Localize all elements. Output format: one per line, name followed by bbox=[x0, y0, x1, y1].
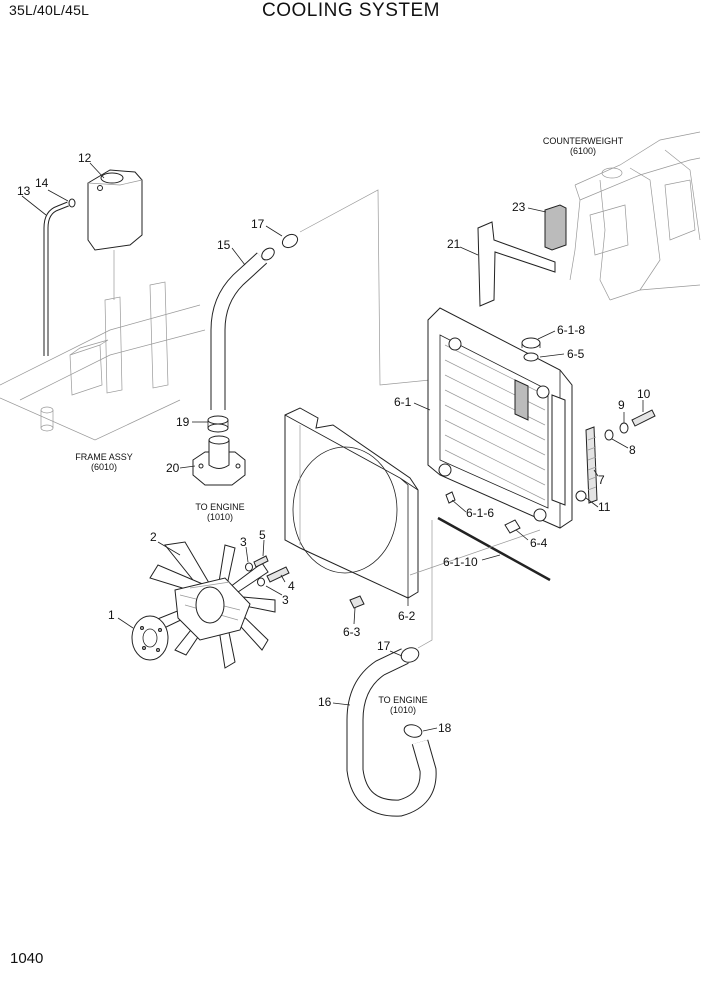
callout-21: 21 bbox=[447, 237, 461, 251]
callout-17a: 17 bbox=[251, 217, 265, 231]
bolt-5 bbox=[253, 555, 269, 568]
callout-2: 2 bbox=[150, 530, 157, 544]
to-engine-lower-label: TO ENGINE bbox=[378, 695, 427, 705]
hose-clamp-17b bbox=[400, 647, 420, 663]
callout-12: 12 bbox=[78, 151, 92, 165]
cap-gasket bbox=[523, 352, 539, 362]
callout-6-1: 6-1 bbox=[394, 395, 412, 409]
to-engine-upper-code: (1010) bbox=[207, 512, 233, 522]
callout-6-1-10: 6-1-10 bbox=[443, 555, 478, 569]
callout-10: 10 bbox=[637, 387, 651, 401]
overflow-hose bbox=[43, 198, 76, 356]
hose-clamp-18 bbox=[403, 724, 423, 738]
callout-18: 18 bbox=[438, 721, 452, 735]
callout-17b: 17 bbox=[377, 639, 391, 653]
page-number: 1040 bbox=[10, 950, 44, 967]
washer-3a bbox=[245, 562, 253, 572]
callout-19: 19 bbox=[176, 415, 190, 429]
reservoir-tank bbox=[87, 169, 143, 251]
pad-23 bbox=[544, 204, 567, 251]
page-title: COOLING SYSTEM bbox=[261, 0, 441, 21]
radiator bbox=[427, 307, 573, 529]
water-outlet-20 bbox=[192, 435, 246, 486]
callout-6-4: 6-4 bbox=[530, 536, 548, 550]
frame-assy-label: FRAME ASSY bbox=[75, 452, 133, 462]
lower-hose bbox=[346, 648, 437, 817]
fan-shroud bbox=[284, 407, 419, 599]
washer-3b bbox=[257, 577, 265, 587]
upper-hose bbox=[210, 247, 275, 410]
callout-20: 20 bbox=[166, 461, 180, 475]
callout-23: 23 bbox=[512, 200, 526, 214]
callout-11: 11 bbox=[598, 500, 611, 514]
callout-9: 9 bbox=[618, 398, 625, 412]
bolt-10 bbox=[631, 409, 656, 427]
to-engine-lower-code: (1010) bbox=[390, 705, 416, 715]
cooling-fan bbox=[149, 541, 276, 669]
callout-6-2: 6-2 bbox=[398, 609, 416, 623]
counterweight-label: COUNTERWEIGHT bbox=[543, 136, 624, 146]
bracket-21 bbox=[477, 221, 556, 307]
hose-clamp-19 bbox=[207, 415, 229, 425]
nut-11 bbox=[575, 490, 587, 502]
callout-13: 13 bbox=[17, 184, 31, 198]
callout-6-5: 6-5 bbox=[567, 347, 585, 361]
washer-9 bbox=[619, 422, 629, 434]
callout-16: 16 bbox=[318, 695, 332, 709]
callout-6-3: 6-3 bbox=[343, 625, 361, 639]
radiator-rod bbox=[437, 516, 551, 582]
callout-leaders bbox=[21, 162, 644, 732]
callout-15: 15 bbox=[217, 238, 231, 252]
fan-pulley-spacer bbox=[131, 615, 169, 661]
callout-4: 4 bbox=[288, 579, 295, 593]
counterweight-code: (6100) bbox=[570, 146, 596, 156]
radiator-cap bbox=[521, 337, 541, 349]
hose-clamp-17a bbox=[281, 233, 299, 249]
callout-6-1-6: 6-1-6 bbox=[466, 506, 494, 520]
callout-5: 5 bbox=[259, 528, 266, 542]
model-label: 35L/40L/45L bbox=[9, 2, 90, 18]
frame-assy-code: (6010) bbox=[91, 462, 117, 472]
shroud-bolt bbox=[349, 595, 365, 609]
callout-1: 1 bbox=[108, 608, 115, 622]
callout-7: 7 bbox=[598, 473, 605, 487]
frame-drawing bbox=[0, 281, 206, 441]
washer-8 bbox=[604, 429, 614, 441]
callout-6-1-8: 6-1-8 bbox=[557, 323, 585, 337]
callout-3a: 3 bbox=[240, 535, 247, 549]
callout-3b: 3 bbox=[282, 593, 289, 607]
rubber-mount-7 bbox=[585, 426, 598, 504]
callout-8: 8 bbox=[629, 443, 636, 457]
callout-14: 14 bbox=[35, 176, 49, 190]
counterweight-drawing bbox=[569, 131, 701, 301]
to-engine-upper-label: TO ENGINE bbox=[195, 502, 244, 512]
bolt-4 bbox=[266, 566, 290, 583]
